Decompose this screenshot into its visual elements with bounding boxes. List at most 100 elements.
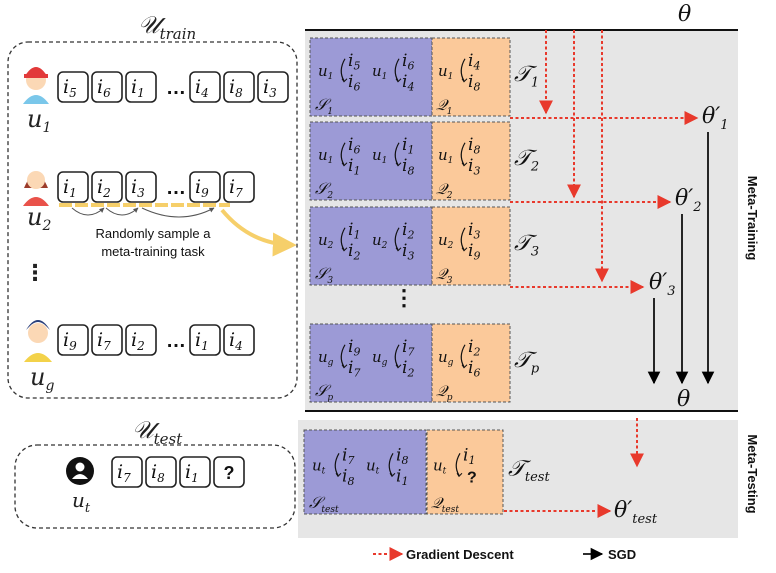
item-chip: i7	[111, 456, 143, 488]
item-transition-arrow	[105, 207, 139, 216]
item-chip: i1	[179, 456, 211, 488]
item-label: i8	[396, 445, 408, 467]
item-chip: i8	[145, 456, 177, 488]
item-chip: i7	[91, 324, 123, 356]
theta-prime-3: θ′3	[649, 270, 676, 299]
item-label: i6	[402, 51, 414, 73]
task-user-label: u1	[438, 146, 453, 166]
sample-annotation: Randomly sample a	[96, 226, 212, 241]
task-user-label: ug	[438, 348, 454, 368]
item-label: i6	[468, 358, 480, 380]
theta-prime-1: θ′1	[702, 104, 729, 133]
item-chip: ?	[213, 456, 245, 488]
item-chip: i3	[125, 171, 157, 203]
item-label: i2	[402, 358, 414, 380]
support-set-box	[309, 206, 433, 286]
query-set-box	[426, 429, 504, 515]
item-label: i6	[348, 135, 360, 157]
user-avatar-icon	[23, 171, 49, 206]
item-label: i8	[402, 156, 414, 178]
item-label: i6	[97, 76, 111, 100]
item-label: i9	[348, 337, 360, 359]
query-set-label: 𝒬p	[436, 382, 453, 403]
query-set-label: 𝒬3	[436, 265, 453, 286]
item-chip: i2	[91, 171, 123, 203]
item-label: i6	[348, 72, 360, 94]
item-label: i7	[342, 445, 354, 467]
item-label: i8	[468, 135, 480, 157]
ellipsis: …	[166, 330, 186, 352]
item-label: i8	[342, 466, 354, 488]
user-label: ug	[30, 363, 54, 394]
item-chip: i1	[125, 71, 157, 103]
item-label: i1	[195, 329, 209, 353]
user-label: u2	[27, 203, 51, 234]
ellipsis: …	[166, 177, 186, 199]
item-label: i9	[195, 176, 209, 200]
item-label: i9	[468, 241, 480, 263]
item-label: i3	[468, 220, 480, 242]
item-label: i9	[63, 329, 77, 353]
task-user-label: ut	[366, 456, 380, 476]
meta-testing-label: Meta-Testing	[745, 434, 760, 513]
item-label: i4	[468, 51, 480, 73]
legend-gradient-label: Gradient Descent	[406, 547, 514, 562]
query-set-label: 𝒬2	[436, 180, 453, 201]
support-set-box	[309, 323, 433, 403]
gradient-descent-arrows	[504, 30, 699, 518]
more-tasks-dots: ⋮	[393, 285, 415, 310]
ellipsis: …	[166, 77, 186, 99]
query-set-label: 𝒬1	[436, 96, 453, 117]
user-avatar-icon	[23, 67, 49, 104]
sgd-arrows	[647, 132, 715, 385]
sample-task-arrow	[220, 208, 297, 257]
item-label: i4	[195, 76, 209, 100]
legend-sgd-label: SGD	[608, 547, 636, 562]
item-label: i7	[402, 337, 414, 359]
task-user-label: u1	[372, 62, 387, 82]
item-label: i1	[396, 466, 408, 488]
item-label: i8	[229, 76, 243, 100]
sample-annotation: meta-training task	[101, 244, 205, 259]
item-chip: i2	[125, 324, 157, 356]
train-users-box	[7, 41, 298, 399]
item-label: i3	[263, 76, 277, 100]
item-label: i3	[131, 176, 145, 200]
meta-training-label: Meta-Training	[745, 176, 760, 261]
task-user-label: ut	[433, 456, 447, 476]
item-label: i4	[402, 72, 414, 94]
item-chip: i1	[189, 324, 221, 356]
query-set-box	[431, 323, 511, 403]
query-set-label: 𝒬test	[431, 494, 459, 515]
item-label: i1	[463, 445, 475, 467]
item-chip: i6	[91, 71, 123, 103]
query-set-box	[431, 121, 511, 201]
test-user-avatar-icon	[66, 457, 94, 485]
item-transition-arrow	[141, 207, 215, 218]
theta-prime-test: θ′test	[614, 498, 658, 527]
item-chip: i3	[257, 71, 289, 103]
item-label: i5	[348, 51, 360, 73]
item-chip: i9	[189, 171, 221, 203]
task-user-label: u1	[438, 62, 453, 82]
theta-prime-2: θ′2	[675, 186, 702, 215]
task-user-label: u1	[318, 62, 333, 82]
task-user-label: ug	[318, 348, 334, 368]
item-label: i2	[402, 220, 414, 242]
item-chip: i4	[223, 324, 255, 356]
theta-updated: θ	[677, 387, 690, 412]
item-chip: i9	[57, 324, 89, 356]
item-label: i2	[97, 176, 111, 200]
item-label: i1	[63, 176, 77, 200]
user-item-sequence: i9 i7 i2 … i1 i4	[57, 324, 255, 356]
item-label: i7	[97, 329, 111, 353]
item-chip: i4	[189, 71, 221, 103]
